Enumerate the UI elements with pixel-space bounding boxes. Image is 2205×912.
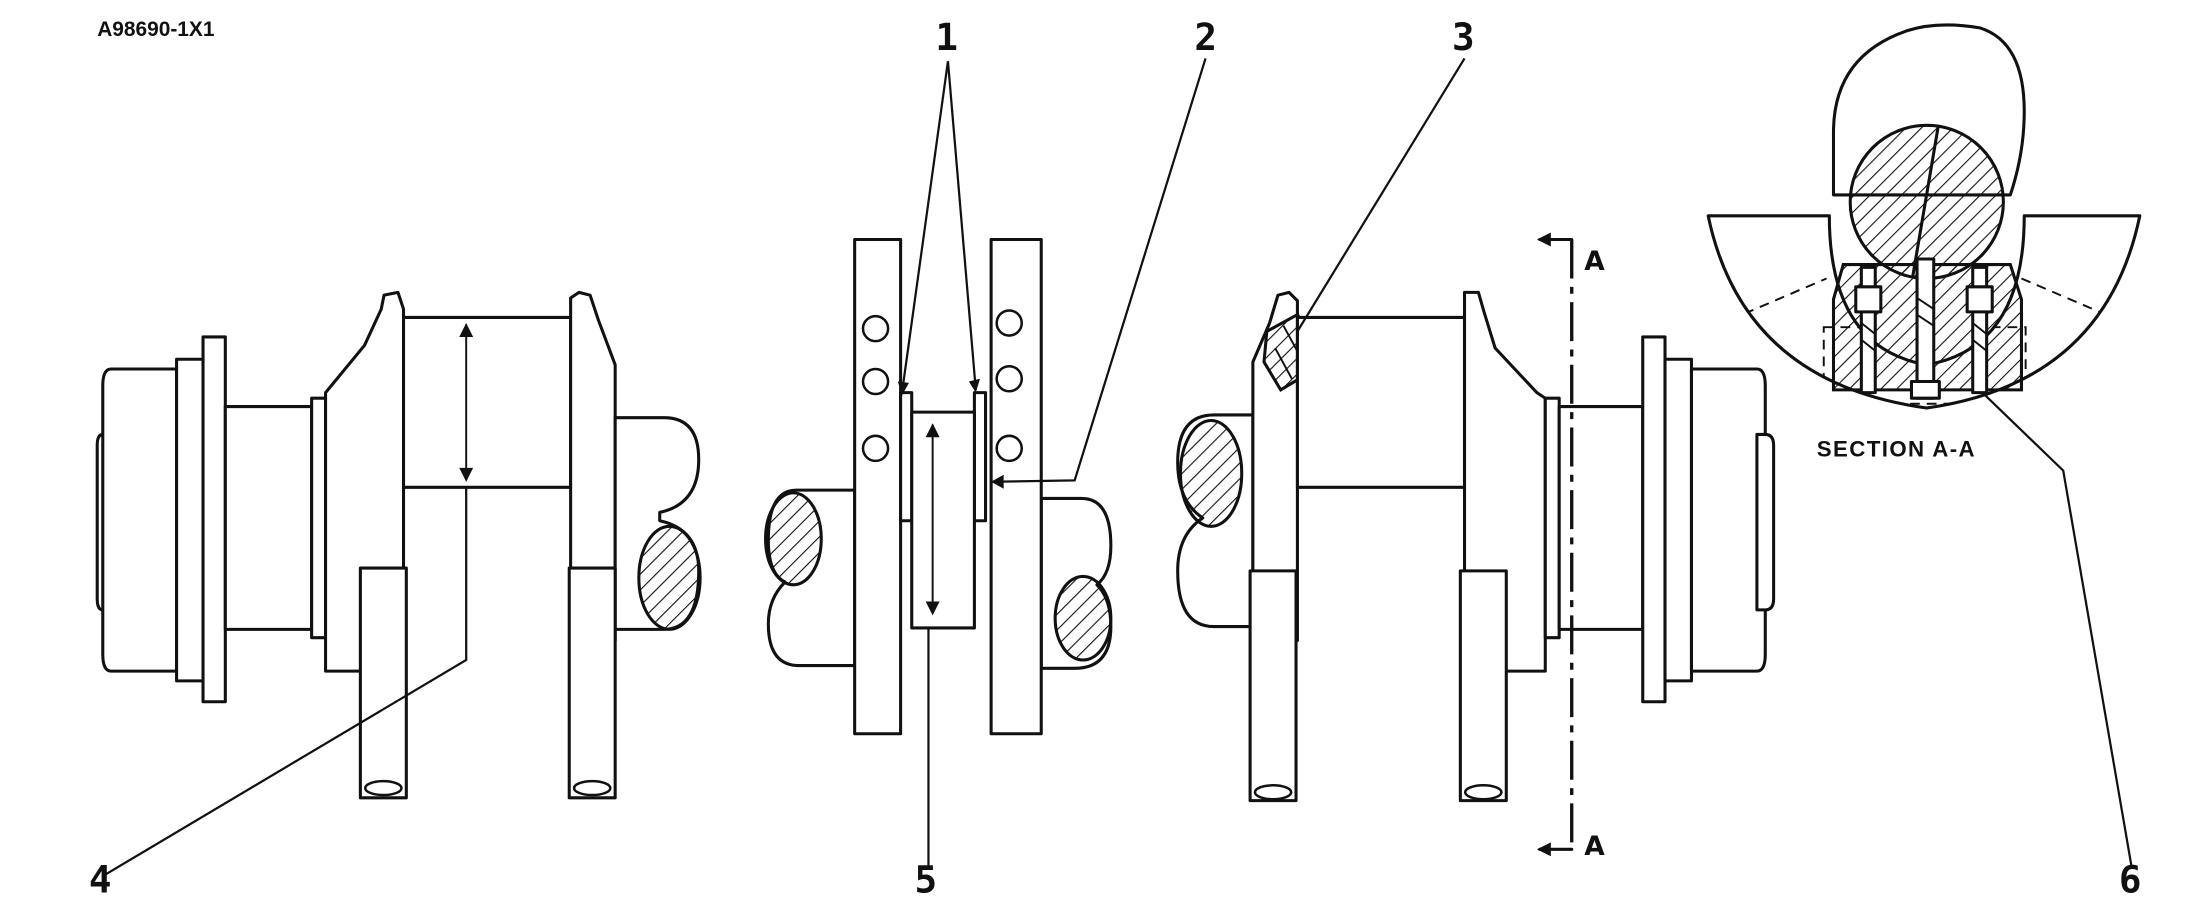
middle-left-shaft-section — [764, 491, 823, 587]
callout-2: 2 — [1194, 15, 1217, 59]
left-shaft-section — [637, 524, 702, 631]
right-flange-ring — [1663, 357, 1694, 683]
leader-3 — [1296, 57, 1466, 332]
right-rod-1 — [1248, 569, 1298, 803]
callout-4: 4 — [89, 858, 112, 902]
left-journal-step — [310, 396, 328, 640]
right-shaft-section — [1178, 418, 1244, 528]
left-rod-2 — [567, 566, 617, 800]
right-rod-2 — [1458, 569, 1508, 803]
middle-thrust-face-left — [899, 391, 914, 523]
cut-label-bottom: A — [1584, 831, 1605, 862]
left-crank-throw-view — [95, 290, 702, 800]
leader-1a — [900, 61, 950, 393]
middle-thrust-face-right — [972, 391, 988, 523]
middle-crankpin — [910, 410, 976, 630]
callout-1: 1 — [935, 15, 958, 59]
left-main-journal — [223, 405, 314, 631]
leader-4 — [104, 487, 468, 876]
right-flange — [1641, 335, 1667, 704]
right-pulley-hub — [1755, 432, 1776, 612]
section-a-a-detail: SECTION A-A — [1706, 23, 2142, 462]
left-flange-ring — [175, 357, 205, 683]
right-pulley — [1689, 367, 1767, 673]
middle-left-cheek — [853, 237, 903, 736]
section-label: SECTION A-A — [1817, 437, 1976, 462]
section-bolts — [1854, 257, 1994, 400]
right-crank-throw-view: A A — [1176, 232, 1776, 862]
left-crankpin — [402, 315, 573, 489]
cut-label-top: A — [1584, 246, 1605, 277]
left-rod-1 — [358, 566, 408, 800]
leader-6 — [1981, 391, 2133, 867]
right-crankpin — [1295, 315, 1467, 489]
right-journal-step — [1543, 396, 1561, 640]
leader-1b — [946, 61, 977, 390]
middle-crankpin-view — [764, 237, 1113, 736]
callout-6: 6 — [2119, 858, 2142, 902]
callout-3: 3 — [1452, 15, 1475, 59]
leader-2 — [991, 58, 1207, 483]
left-pulley — [101, 367, 179, 673]
middle-right-shaft-section — [1053, 574, 1113, 662]
callout-5: 5 — [915, 858, 938, 902]
figure-id: A98690-1X1 — [97, 18, 215, 41]
callout-leaders — [104, 57, 2133, 876]
left-flange — [201, 335, 227, 704]
